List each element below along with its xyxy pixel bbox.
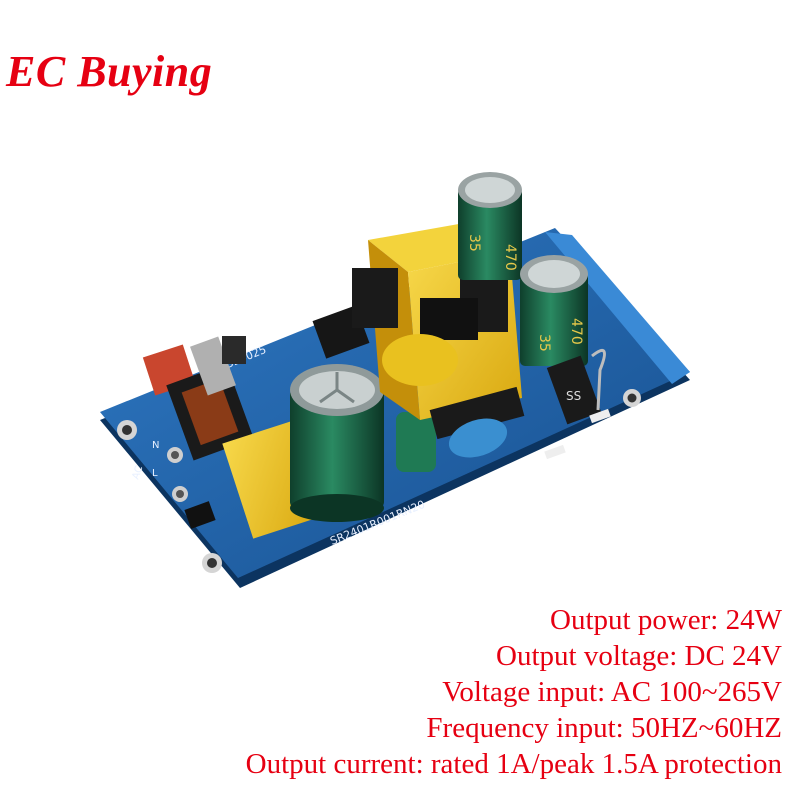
spec-output-voltage: Output voltage: DC 24V: [496, 640, 782, 672]
pcb-product-image: 524025 SR2401R001RN20 AC N L: [100, 172, 690, 588]
diode-component: SS: [546, 348, 606, 425]
spec-output-power: Output power: 24W: [550, 604, 782, 636]
choke-component: [166, 336, 254, 461]
cap-right-voltage: 35: [536, 334, 552, 352]
mounting-holes: [117, 389, 641, 573]
spec-voltage-input: Voltage input: AC 100~265V: [442, 676, 782, 708]
bridge-chip: [184, 501, 216, 529]
brand-logo: EC Buying: [6, 47, 213, 96]
resistor: [589, 408, 611, 424]
capacitor-top: 470 35: [458, 172, 522, 280]
spec-frequency-input: Frequency input: 50HZ~60HZ: [426, 712, 782, 744]
cap-top-value: 470: [502, 244, 518, 271]
resistor: [544, 444, 566, 460]
board-ac-n-label: N: [152, 440, 159, 451]
spec-output-current: Output current: rated 1A/peak 1.5A prote…: [245, 748, 782, 780]
y-capacitor: [448, 418, 508, 458]
diode-label: SS: [566, 389, 581, 403]
cap-top-voltage: 35: [466, 234, 482, 252]
cap-right-value: 470: [568, 318, 584, 345]
transformer: [352, 222, 525, 440]
board-ac-l-label: L: [152, 468, 158, 479]
capacitor-film: [396, 412, 436, 472]
spec-list: Output power: 24W Output voltage: DC 24V…: [246, 602, 782, 782]
capacitor-large: [290, 364, 384, 522]
board-ac-label: AC: [130, 464, 145, 481]
capacitor-right: 470 35: [520, 255, 588, 366]
